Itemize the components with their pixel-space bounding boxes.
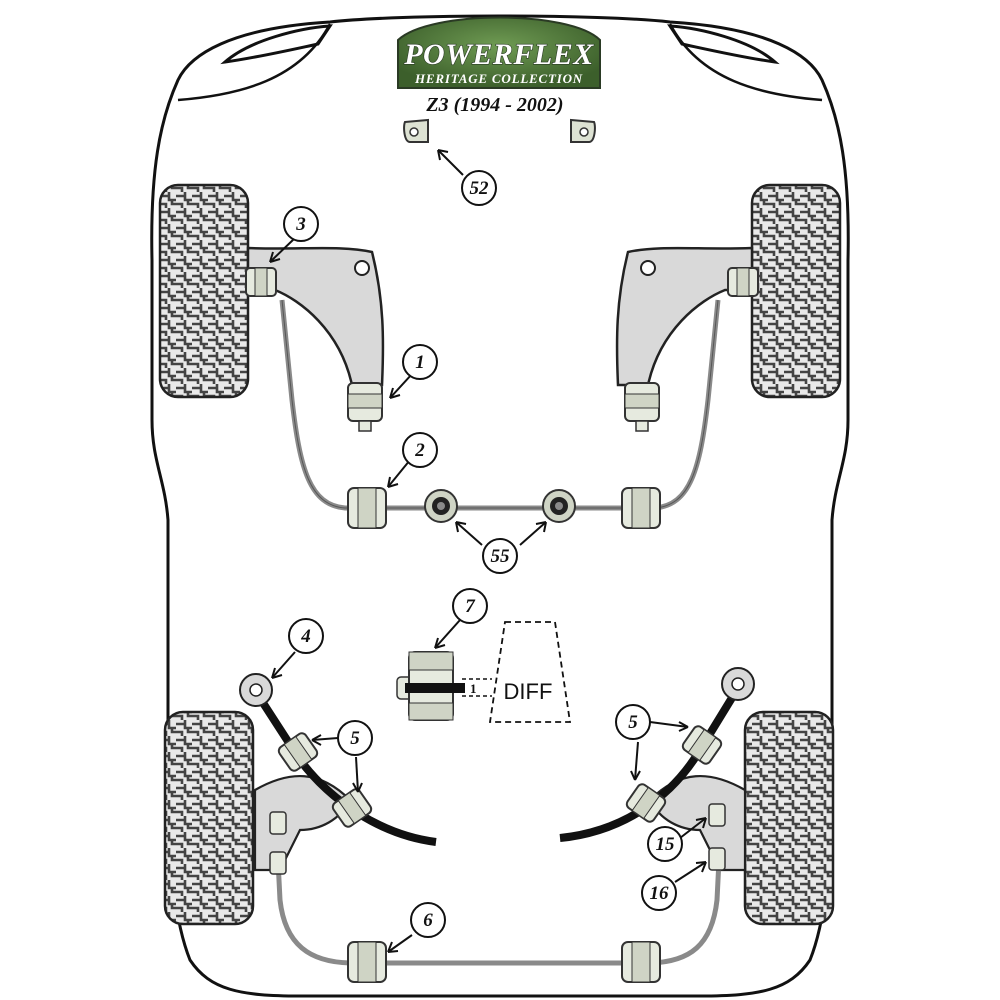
callout-3: 3: [283, 206, 319, 242]
callout-number: 5: [350, 728, 360, 749]
bush-3-left: [245, 267, 277, 297]
callout-number: 6: [423, 910, 433, 931]
callout-number: 52: [470, 178, 490, 199]
bush-1-left: [347, 382, 383, 432]
callout-circle: [402, 344, 438, 380]
rear-link-left: [269, 811, 287, 875]
callout-number: 15: [656, 834, 676, 855]
bush-2-right: [621, 487, 661, 529]
rear-anti-roll-bar: [275, 859, 722, 966]
bush-1-right: [624, 382, 660, 432]
callout-circle: [641, 875, 677, 911]
powerflex-logo: POWERFLEX HERITAGE COLLECTION: [397, 16, 601, 89]
bush-15: [708, 803, 726, 827]
logo-collection-text: HERITAGE COLLECTION: [414, 71, 583, 86]
callout-2: 2: [402, 432, 438, 468]
callout-circle: [410, 902, 446, 938]
bush-55-right: [542, 489, 576, 523]
callout-circle: [283, 206, 319, 242]
bush-5-right-lower: [625, 783, 667, 823]
bush-2-left: [347, 487, 387, 529]
bush-55-left: [424, 489, 458, 523]
callout-circle: [482, 538, 518, 574]
logo-badge: [397, 16, 601, 89]
callout-number: 1: [415, 352, 425, 373]
tyre-rear-right: [743, 710, 835, 926]
bush-5-left-lower: [331, 788, 373, 828]
callout-6: 6: [410, 902, 446, 938]
callout-1: 1: [402, 344, 438, 380]
bonnet-line: [177, 23, 332, 102]
diff-outline: [488, 621, 572, 723]
callout-number: 2: [414, 440, 425, 461]
callout-number: 3: [295, 214, 306, 235]
callout-circle: [647, 826, 683, 862]
callout-circle: [402, 432, 438, 468]
callout-16: 16: [641, 875, 677, 911]
diff-mini-label: 1: [470, 681, 477, 696]
callout-15: 15: [647, 826, 683, 862]
front-control-arm-left: [246, 246, 385, 387]
bush-6-left: [347, 941, 387, 983]
callout-circle: [452, 588, 488, 624]
bush-3-right: [727, 267, 759, 297]
bush-6-right: [621, 941, 661, 983]
tyre-front-right: [750, 183, 842, 399]
model-subtitle: Z3 (1994 - 2002): [425, 94, 563, 116]
bonnet-line-right: [668, 23, 823, 102]
callout-number: 4: [300, 626, 311, 647]
callout-circle: [337, 720, 373, 756]
bush-16: [708, 847, 726, 871]
callout-circle: [615, 704, 651, 740]
bush-5-left-upper: [277, 732, 319, 772]
diff-link-lines: [462, 678, 492, 697]
callout-number: 5: [628, 712, 638, 733]
callout-circle: [461, 170, 497, 206]
callout-circle: [288, 618, 324, 654]
callout-5r: 5: [615, 704, 651, 740]
callout-55: 55: [482, 538, 518, 574]
callout-7: 7: [452, 588, 488, 624]
callout-number: 16: [650, 883, 670, 904]
tyre-front-left: [158, 183, 250, 399]
leader-lines: [269, 149, 707, 953]
front-control-arm-right: [615, 246, 754, 387]
tyre-rear-left: [163, 710, 255, 926]
bush-5-right-upper: [681, 725, 723, 765]
callout-4: 4: [288, 618, 324, 654]
bush-7: 1: [396, 651, 477, 721]
callout-number: 55: [491, 546, 511, 567]
logo-brand-text: POWERFLEX: [403, 38, 594, 71]
callout-number: 7: [465, 596, 476, 617]
callout-5l: 5: [337, 720, 373, 756]
diff-label: DIFF: [504, 679, 553, 704]
callout-52: 52: [461, 170, 497, 206]
